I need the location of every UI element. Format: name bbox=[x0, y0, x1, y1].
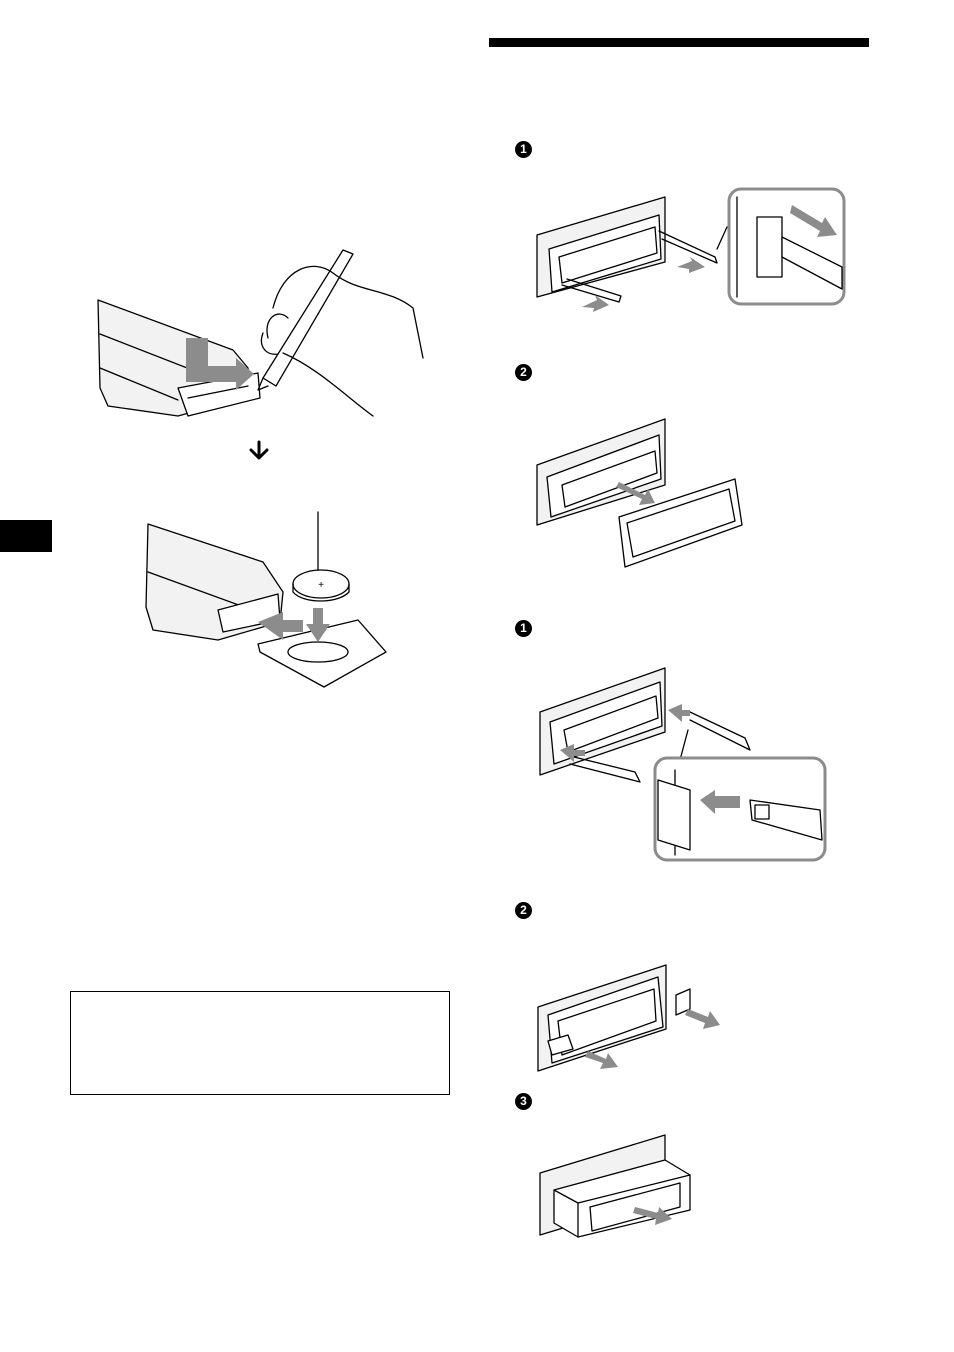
frame-removal-illustration bbox=[537, 417, 767, 572]
release-keys-mount-illustration bbox=[540, 660, 830, 865]
step-2-marker: 2 bbox=[515, 902, 532, 919]
step-1-marker: 1 bbox=[515, 620, 532, 637]
svg-text:+: + bbox=[318, 580, 324, 591]
step-3-marker: 3 bbox=[515, 1093, 532, 1110]
unit-pull-illustration bbox=[538, 965, 738, 1080]
remote-pen-illustration bbox=[68, 238, 438, 428]
release-keys-insert-illustration bbox=[537, 187, 847, 312]
unit-out-illustration bbox=[540, 1135, 700, 1240]
note-box bbox=[70, 991, 450, 1095]
battery-insert-illustration: + bbox=[68, 512, 398, 692]
step-1-marker: 1 bbox=[515, 141, 532, 158]
heading-rule bbox=[489, 38, 869, 47]
down-arrow-icon bbox=[248, 440, 270, 462]
section-tab bbox=[0, 520, 52, 552]
step-2-marker: 2 bbox=[515, 364, 532, 381]
